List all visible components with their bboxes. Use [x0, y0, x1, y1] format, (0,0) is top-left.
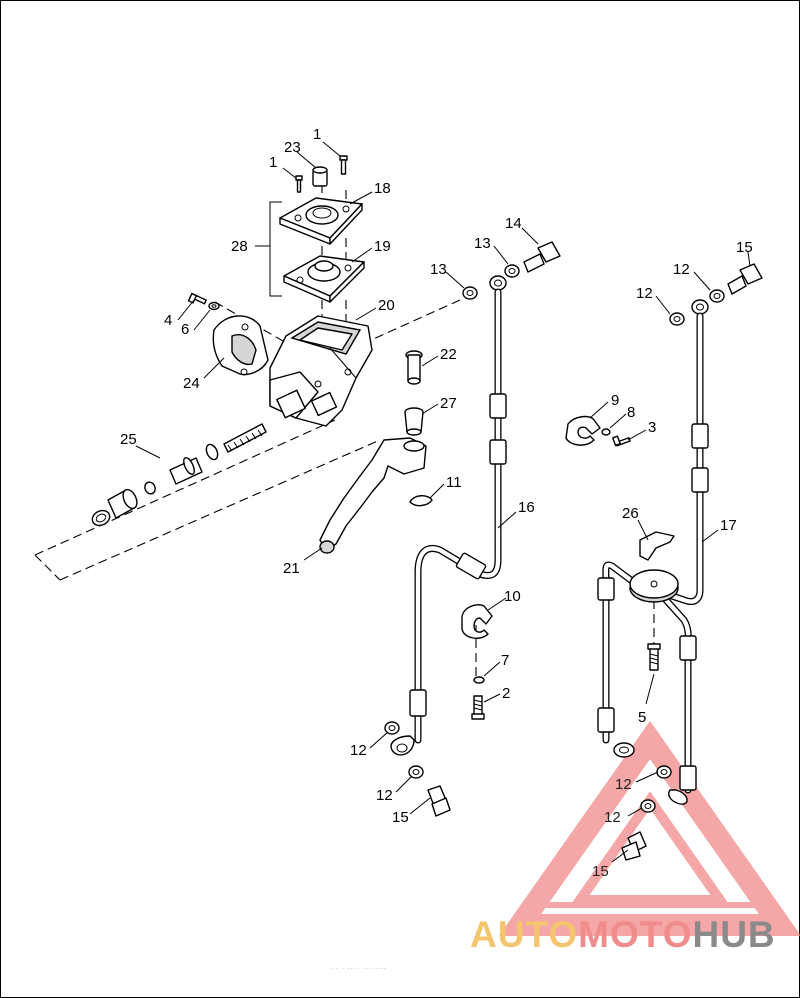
clamp-9 — [565, 415, 601, 446]
callout-22: 22 — [440, 346, 457, 363]
watermark-brand-auto: AUTO — [470, 914, 579, 955]
callout-5: 5 — [638, 709, 646, 726]
callout-6: 6 — [181, 321, 189, 338]
screw-3 — [612, 435, 631, 447]
pivot-pin-22 — [405, 350, 423, 385]
washer-12-right-lower — [640, 799, 656, 813]
bracket-28 — [269, 201, 282, 297]
washer-13-left — [462, 286, 478, 300]
callout-1-left: 1 — [269, 154, 277, 171]
callout-11: 11 — [446, 474, 462, 491]
watermark-brand-hub: HUB — [692, 914, 776, 955]
brake-hose-16 — [390, 275, 507, 756]
washer-7 — [473, 676, 485, 684]
banjo-bolt-15-left — [427, 785, 451, 817]
screw-5 — [647, 643, 661, 671]
callout-12-left-lower: 12 — [376, 787, 393, 804]
callout-15-right: 15 — [592, 863, 609, 880]
callout-7: 7 — [501, 652, 509, 669]
callout-12-right-lower: 12 — [604, 809, 621, 826]
callout-12-top-right: 12 — [673, 261, 690, 278]
callout-17: 17 — [720, 517, 737, 534]
callout-27: 27 — [440, 395, 457, 412]
plug-23 — [312, 166, 328, 187]
callout-13-left: 13 — [430, 261, 447, 278]
callout-12-top-left: 12 — [636, 285, 653, 302]
master-cylinder-20 — [269, 315, 373, 427]
banjo-bolt-15-right — [621, 831, 647, 861]
callout-9: 9 — [611, 392, 619, 409]
callout-1-top: 1 — [313, 126, 321, 143]
piston-assembly-25 — [91, 423, 267, 527]
callout-21: 21 — [283, 560, 300, 577]
washer-12-left-lower — [408, 765, 424, 779]
callout-26: 26 — [622, 505, 639, 522]
callout-15-left: 15 — [392, 809, 409, 826]
callout-18: 18 — [374, 180, 391, 197]
callout-24: 24 — [183, 375, 200, 392]
callout-20: 20 — [378, 297, 395, 314]
watermark-brand-moto: MOTO — [578, 914, 693, 955]
bracket-26 — [639, 531, 675, 561]
screw-4 — [187, 292, 207, 305]
callout-19: 19 — [374, 238, 391, 255]
callout-25: 25 — [120, 431, 137, 448]
callout-3: 3 — [648, 419, 656, 436]
banjo-bolt-14 — [523, 241, 561, 273]
washer-12-right-upper — [656, 765, 672, 779]
watermark-brand: AUTOMOTOHUB — [470, 914, 776, 956]
callout-16: 16 — [518, 499, 535, 516]
watermark-caption: · ·· · ··· · ··· ····· — [330, 964, 386, 973]
screw-1-right — [339, 155, 348, 175]
callout-2: 2 — [502, 685, 510, 702]
washer-12-top-right — [709, 289, 725, 303]
assembly-dash-lines — [34, 170, 655, 680]
washer-13-right — [504, 264, 520, 278]
screw-1-left — [295, 175, 303, 193]
callout-13-right: 13 — [474, 235, 491, 252]
washer-12-left-upper — [384, 721, 400, 735]
callout-12-right-upper: 12 — [615, 776, 632, 793]
callout-10: 10 — [504, 588, 521, 605]
callout-28: 28 — [231, 238, 248, 255]
bushing-27 — [404, 407, 424, 436]
brake-hose-17 — [597, 299, 709, 805]
callout-23: 23 — [284, 139, 301, 156]
callout-labels: 1 23 1 18 28 19 14 13 13 15 12 12 4 6 20… — [120, 126, 753, 880]
clamp-24 — [212, 315, 269, 376]
brake-lever-21 — [319, 437, 427, 554]
leader-lines — [135, 141, 751, 863]
callout-8: 8 — [627, 404, 635, 421]
callout-14: 14 — [505, 215, 522, 232]
washer-6 — [208, 301, 220, 311]
diaphragm-19 — [283, 255, 365, 303]
washer-12-top-left — [669, 312, 685, 326]
screw-2 — [471, 695, 485, 720]
callout-4: 4 — [164, 312, 172, 329]
cover-18 — [279, 197, 363, 245]
callout-15-top: 15 — [736, 239, 753, 256]
clamp-10 — [461, 604, 493, 639]
clip-11 — [409, 495, 433, 507]
watermark-triangle-logo — [498, 720, 800, 936]
banjo-bolt-15-top — [727, 263, 763, 295]
washer-8 — [601, 428, 611, 436]
callout-12-left-upper: 12 — [350, 742, 367, 759]
